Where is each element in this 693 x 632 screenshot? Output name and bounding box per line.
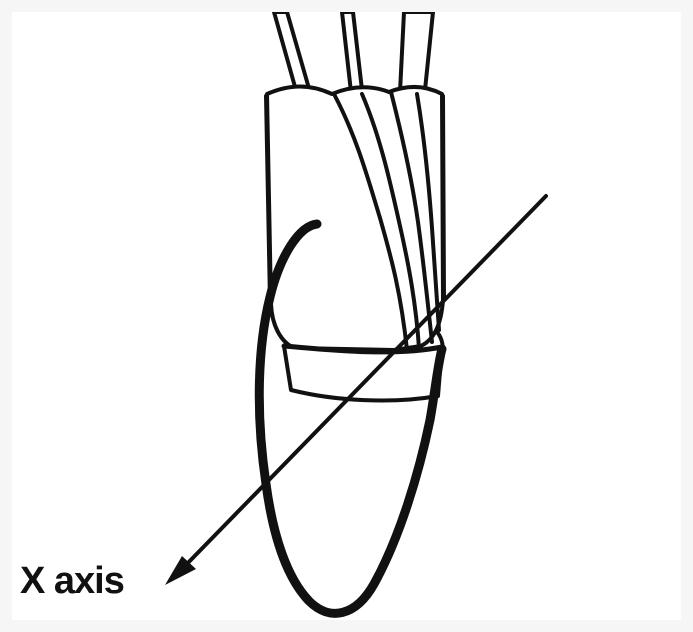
finger-strands [266, 12, 444, 401]
finger-axis-illustration [12, 12, 681, 620]
diagram-canvas: X axis [12, 12, 681, 620]
x-axis-label: X axis [20, 560, 124, 603]
